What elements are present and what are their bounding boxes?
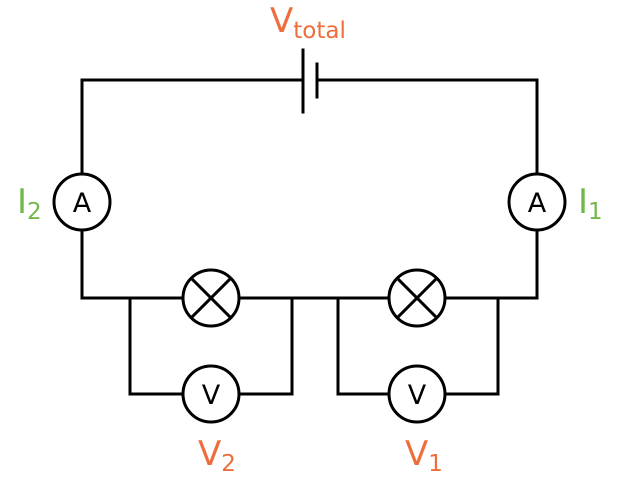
label-i2-sub: 2 xyxy=(27,199,42,225)
label-i1-sub: 1 xyxy=(588,199,603,225)
voltmeter-right: V xyxy=(387,364,447,424)
battery-cell xyxy=(301,48,319,114)
ammeter-right-symbol: A xyxy=(528,188,547,219)
lamp-left-cross-b xyxy=(190,277,232,319)
wire-top-left xyxy=(80,78,303,300)
label-v2: V2 xyxy=(198,434,236,477)
label-v-total: Vtotal xyxy=(270,1,346,44)
label-v1-main: V xyxy=(405,434,428,474)
wire-top-right xyxy=(316,78,539,300)
voltmeter-left: V xyxy=(181,364,241,424)
label-v1: V1 xyxy=(405,434,443,477)
ammeter-right-circle xyxy=(507,172,567,232)
label-v-total-sub: total xyxy=(293,18,346,44)
ammeter-left-circle xyxy=(52,172,112,232)
lamp-right xyxy=(387,268,447,328)
label-v1-sub: 1 xyxy=(428,451,443,477)
ammeter-left: A xyxy=(52,172,112,232)
ammeter-right: A xyxy=(507,172,567,232)
lamp-left xyxy=(181,268,241,328)
label-i2-main: I xyxy=(17,182,27,222)
label-i1: I1 xyxy=(578,182,603,225)
voltmeter-left-circle xyxy=(181,364,241,424)
voltmeter-left-symbol: V xyxy=(202,380,221,411)
ammeter-left-symbol: A xyxy=(73,188,92,219)
label-i1-main: I xyxy=(578,182,588,222)
lamp-right-cross-b xyxy=(396,277,438,319)
voltmeter-right-symbol: V xyxy=(408,380,427,411)
voltmeter-right-circle xyxy=(387,364,447,424)
label-i2: I2 xyxy=(17,182,42,225)
label-v2-main: V xyxy=(198,434,221,474)
label-v-total-main: V xyxy=(270,1,293,41)
label-v2-sub: 2 xyxy=(221,451,236,477)
